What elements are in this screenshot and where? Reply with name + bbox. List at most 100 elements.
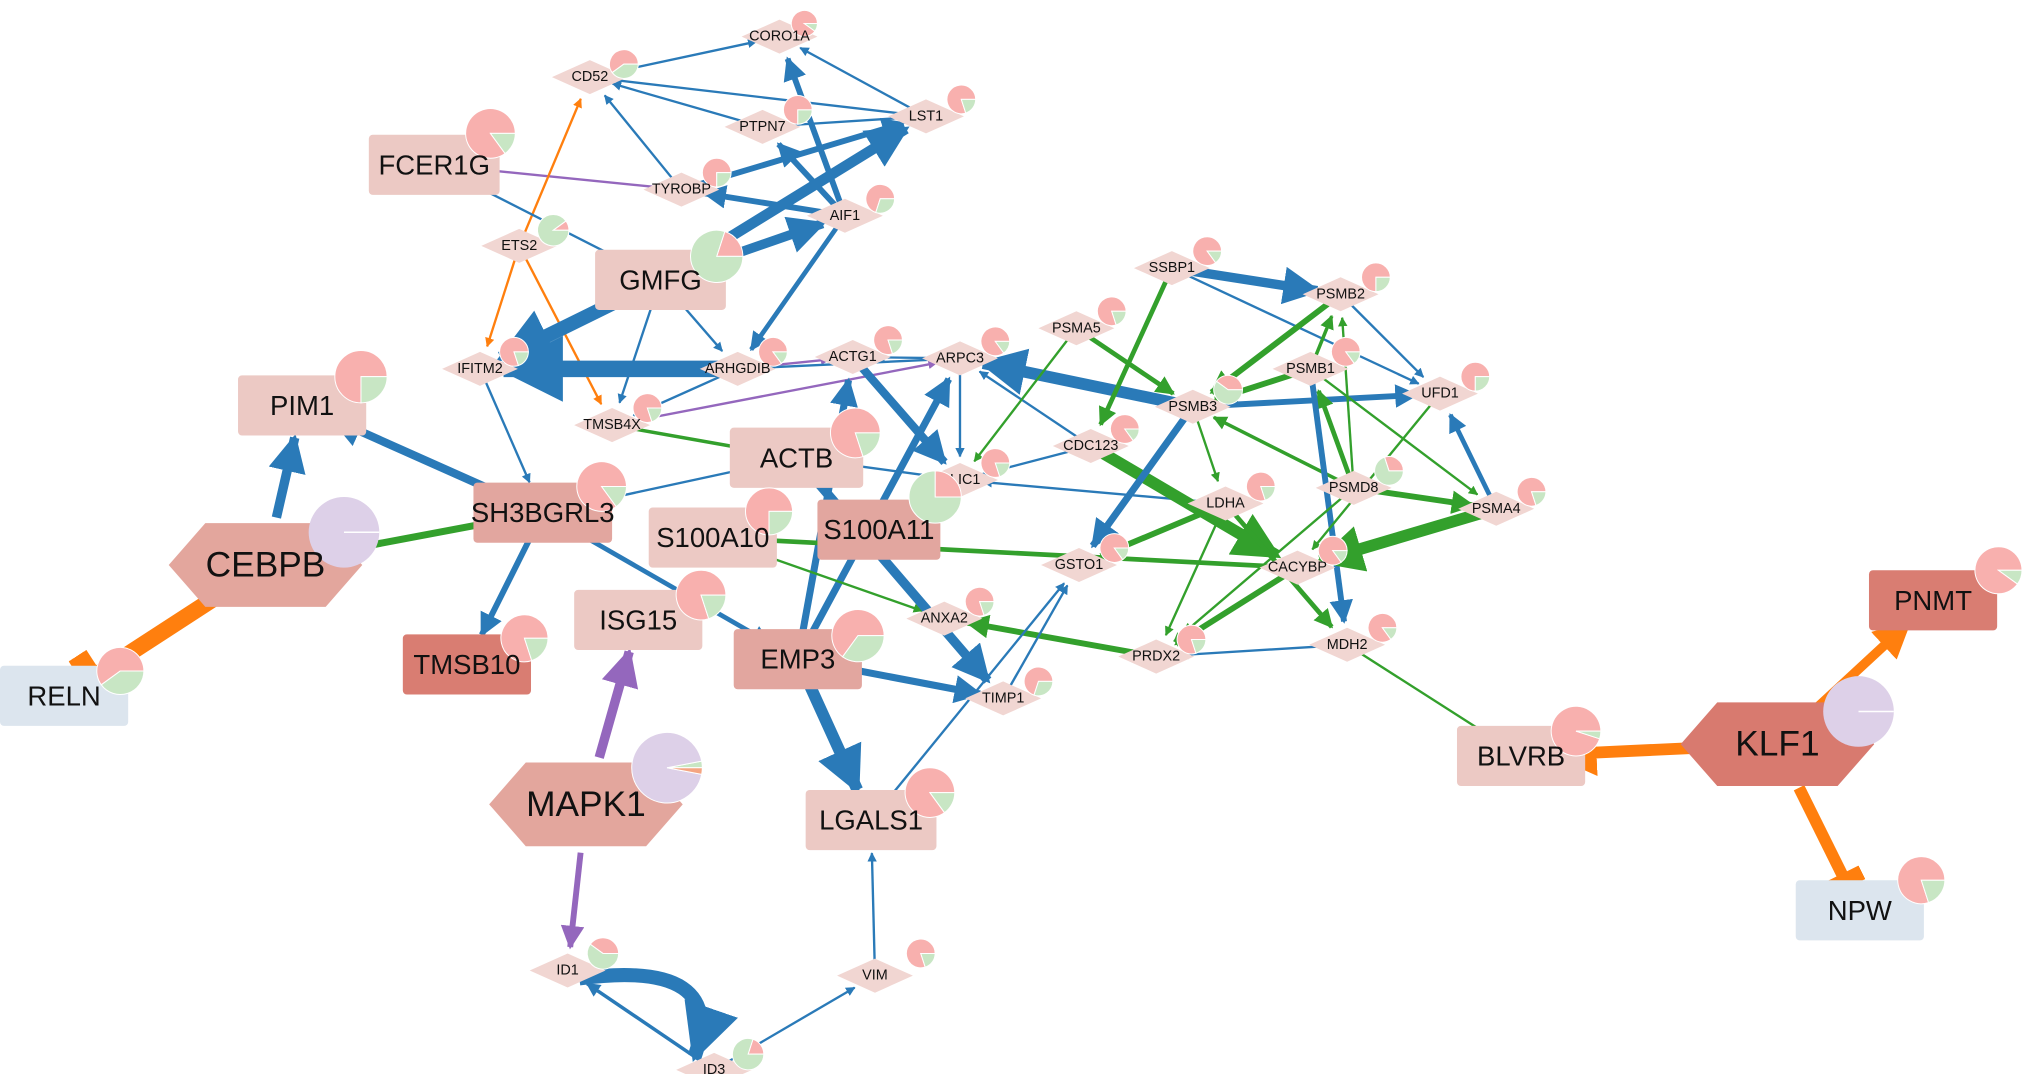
node-ssbp1[interactable]: SSBP1 (1133, 236, 1223, 286)
pie-chart (631, 731, 703, 804)
node-aif1[interactable]: AIF1 (806, 183, 896, 233)
node-fcer1g[interactable]: FCER1G (368, 108, 516, 195)
node-label: ISG15 (599, 604, 677, 635)
node-psmb3[interactable]: PSMB3 (1154, 374, 1244, 424)
node-timp1[interactable]: TIMP1 (965, 666, 1054, 716)
node-arpc3[interactable]: ARPC3 (922, 326, 1011, 376)
node-label: ID3 (703, 1062, 725, 1074)
node-id3[interactable]: ID3 (676, 1038, 765, 1074)
edge-ssbp1-to-psmb2 (1185, 265, 1322, 305)
node-blvrb[interactable]: BLVRB (1456, 705, 1602, 787)
node-cacybp[interactable]: CACYBP (1259, 535, 1348, 585)
edge-psmb3-to-ufd1 (1206, 384, 1419, 409)
edge-ssbp1-to-cdc123 (1098, 279, 1169, 427)
node-anxa2[interactable]: ANXA2 (906, 586, 995, 636)
pie-slice (96, 646, 145, 686)
node-ufd1[interactable]: UFD1 (1402, 361, 1491, 411)
node-pim1[interactable]: PIM1 (238, 350, 388, 436)
node-cdc123[interactable]: CDC123 (1052, 414, 1140, 463)
node-mapk1[interactable]: MAPK1 (489, 731, 703, 847)
node-label: LGALS1 (819, 805, 923, 836)
node-diamond (699, 351, 776, 386)
node-s100a11[interactable]: S100A11 (817, 470, 962, 560)
node-label: KLF1 (1735, 725, 1819, 764)
node-label: VIM (862, 968, 888, 984)
node-emp3[interactable]: EMP3 (733, 608, 885, 690)
node-lst1[interactable]: LST1 (888, 84, 977, 134)
edge-aif1-to-tyrobp (702, 185, 832, 217)
pie-chart (701, 157, 732, 188)
pie-slice (690, 229, 744, 283)
node-mdh2[interactable]: MDH2 (1309, 612, 1398, 662)
pie-slice (1190, 639, 1207, 654)
pie-chart (980, 326, 1011, 357)
pie-slice (1111, 310, 1127, 326)
node-ets2[interactable]: ETS2 (481, 214, 570, 263)
edge-psmb3-to-gsto1 (1089, 416, 1188, 549)
pie-slice (1460, 361, 1491, 392)
pie-slice (875, 198, 896, 214)
node-box (1795, 880, 1924, 941)
node-label: S100A11 (823, 514, 934, 545)
edge-actg1-to-clic1 (858, 364, 948, 465)
node-cd52[interactable]: CD52 (551, 49, 639, 95)
pie-chart (500, 614, 549, 663)
edge-id1-to-id3 (578, 968, 738, 1062)
node-actb[interactable]: ACTB (729, 407, 881, 488)
node-reln[interactable]: RELN (0, 646, 145, 726)
node-cebpb[interactable]: CEBPB (168, 496, 380, 607)
node-tmsb4x[interactable]: TMSB4X (574, 393, 663, 443)
pie-chart (904, 767, 956, 818)
node-arhgdib[interactable]: ARHGDIB (699, 336, 788, 386)
pie-slice (854, 432, 881, 458)
node-diamond (1315, 470, 1392, 505)
node-label: PSMB3 (1168, 399, 1217, 415)
node-label: ACTB (760, 442, 833, 473)
pie-slice (802, 23, 818, 32)
node-label: TMSB4X (583, 417, 641, 433)
node-psma5[interactable]: PSMA5 (1038, 296, 1127, 346)
node-vim[interactable]: VIM (837, 938, 936, 993)
node-coro1a[interactable]: CORO1A (741, 9, 818, 54)
node-ptpn7[interactable]: PTPN7 (724, 95, 813, 144)
node-label: PSMB1 (1286, 361, 1335, 377)
node-s100a10[interactable]: S100A10 (648, 487, 794, 568)
pie-slice (960, 98, 977, 114)
node-tmsb10[interactable]: TMSB10 (402, 614, 549, 695)
node-tyrobp[interactable]: TYROBP (643, 157, 732, 207)
node-diamond (1302, 277, 1379, 312)
node-klf1[interactable]: KLF1 (1680, 676, 1894, 787)
node-box (648, 507, 777, 568)
node-psmb1[interactable]: PSMB1 (1272, 336, 1361, 386)
node-psmd8[interactable]: PSMD8 (1315, 456, 1404, 505)
pie-slice (994, 462, 1011, 478)
node-box (238, 375, 367, 436)
node-id1[interactable]: ID1 (529, 937, 620, 988)
edge-psma5-to-clic1 (973, 338, 1069, 463)
node-pnmt[interactable]: PNMT (1868, 546, 2022, 631)
node-label: NPW (1828, 895, 1892, 926)
node-psma4[interactable]: PSMA4 (1458, 476, 1547, 526)
node-lgals1[interactable]: LGALS1 (805, 767, 956, 851)
node-gsto1[interactable]: GSTO1 (1041, 533, 1130, 583)
pie-slice (100, 670, 145, 695)
edge-lst1-to-coro1a (799, 46, 915, 111)
node-prdx2[interactable]: PRDX2 (1118, 624, 1207, 674)
pie-slice (600, 486, 627, 508)
node-label: ACTG1 (829, 349, 877, 365)
edge-vim-to-lgals1 (867, 852, 877, 962)
node-psmb2[interactable]: PSMB2 (1302, 262, 1391, 312)
pie-slice (928, 792, 956, 814)
node-layer: CORO1ACD52PTPN7LST1FCER1GTYROBPAIF1ETS2G… (0, 9, 2022, 1074)
pie-chart (1974, 546, 2022, 595)
node-ifitm2[interactable]: IFITM2 (442, 336, 529, 386)
node-npw[interactable]: NPW (1795, 856, 1946, 941)
node-sh3bgrl3[interactable]: SH3BGRL3 (471, 461, 627, 543)
node-diamond (1133, 251, 1210, 286)
node-gmfg[interactable]: GMFG (595, 229, 744, 310)
node-ldha[interactable]: LDHA (1187, 471, 1276, 521)
node-diamond (814, 340, 891, 375)
node-actg1[interactable]: ACTG1 (814, 325, 903, 375)
node-isg15[interactable]: ISG15 (574, 569, 727, 651)
edge-psmd8-to-psmb3 (1212, 415, 1342, 484)
